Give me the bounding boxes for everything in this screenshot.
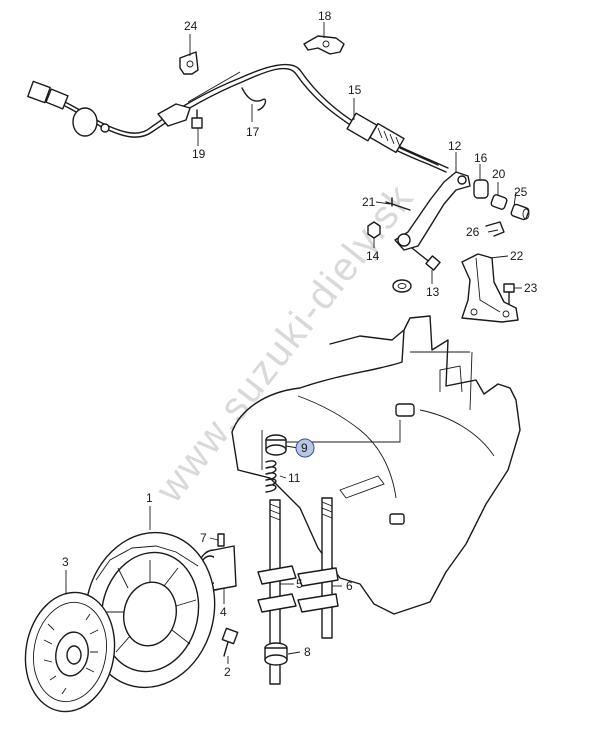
bushing-16 [473, 179, 489, 199]
callout-22: 22 [510, 249, 524, 263]
leader-lines [65, 22, 522, 664]
callout-6: 6 [346, 579, 353, 593]
callout-25: 25 [514, 185, 528, 199]
spring-clip-17 [241, 87, 267, 111]
callout-17: 17 [246, 125, 260, 139]
clip-18 [303, 35, 345, 55]
callout-9: 9 [301, 441, 308, 455]
callout-15: 15 [348, 83, 362, 97]
clutch-cable [27, 63, 449, 173]
bushing-25 [510, 203, 530, 221]
bushing-20 [490, 194, 508, 210]
callout-7: 7 [200, 531, 207, 545]
callout-14: 14 [366, 249, 380, 263]
bolt-23 [503, 283, 515, 305]
callout-2: 2 [224, 665, 231, 679]
bracket-24 [179, 51, 199, 75]
callout-24: 24 [184, 19, 198, 33]
pin-21 [385, 197, 411, 211]
callout-26: 26 [466, 225, 480, 239]
callout-11: 11 [288, 471, 301, 485]
clip-26 [485, 221, 505, 237]
callout-labels: 24 18 15 17 19 12 16 20 25 21 26 14 22 1… [62, 9, 538, 679]
callout-4: 4 [220, 605, 227, 619]
transmission-case [231, 315, 521, 615]
callout-16: 16 [474, 151, 488, 165]
clutch-disc-3 [24, 591, 116, 713]
pin-7 [217, 533, 225, 547]
bracket-22 [461, 253, 519, 323]
release-lever-12 [394, 171, 471, 251]
bolt-19 [191, 109, 203, 129]
shift-shaft-6 [297, 497, 339, 639]
callout-21: 21 [362, 195, 376, 209]
shift-shaft-5 [257, 499, 297, 685]
bushing-8 [264, 642, 288, 666]
watermark-text: www.suzuki-diely.sk [147, 176, 423, 512]
callout-12: 12 [448, 139, 462, 153]
callout-3: 3 [62, 555, 69, 569]
callout-18: 18 [318, 9, 332, 23]
spring-11 [265, 460, 277, 493]
callout-8: 8 [304, 645, 311, 659]
callout-23: 23 [524, 281, 538, 295]
bolt-13 [392, 247, 441, 293]
cable-bracket [157, 103, 191, 127]
oil-seal-9 [265, 434, 287, 456]
callout-20: 20 [492, 167, 506, 181]
callout-13: 13 [426, 285, 440, 299]
callout-19: 19 [192, 147, 206, 161]
nut-14 [367, 221, 381, 239]
callout-1: 1 [146, 491, 153, 505]
callout-5: 5 [296, 577, 303, 591]
bolt-2 [221, 627, 239, 657]
highlight-marker-9 [295, 438, 315, 458]
